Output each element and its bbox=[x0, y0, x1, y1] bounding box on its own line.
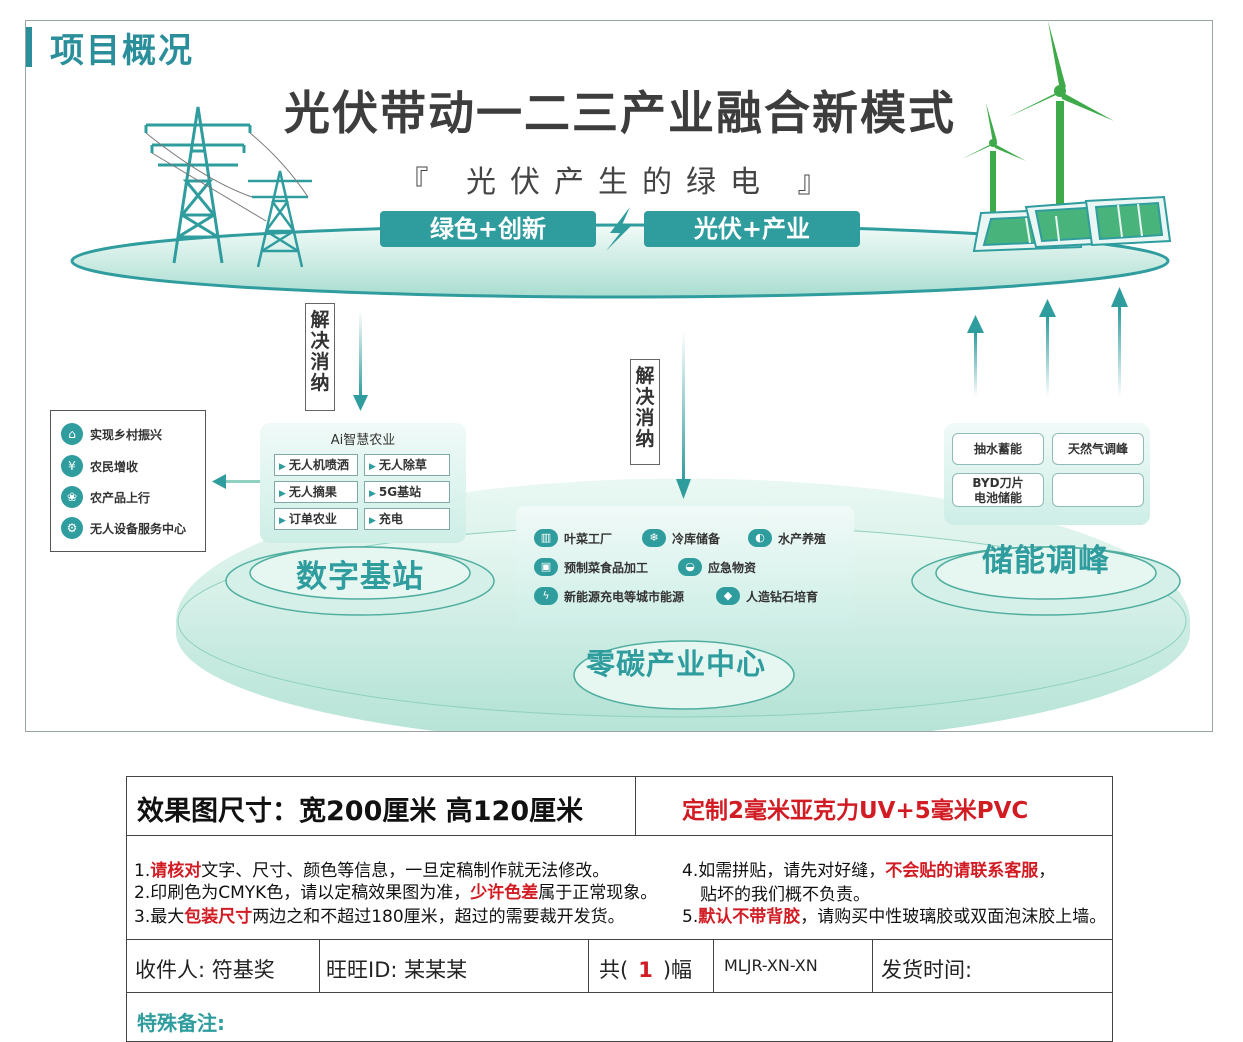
income-icon: ¥ bbox=[61, 455, 83, 477]
zero-carbon-label: 零碳产业中心 bbox=[586, 647, 767, 681]
bolt-icon: ϟ bbox=[534, 587, 558, 605]
robot-icon: ⚙ bbox=[61, 517, 83, 539]
storage-label: 储能调峰 bbox=[982, 543, 1110, 579]
benefit-item: ⚙ 无人设备服务中心 bbox=[61, 515, 186, 541]
benefit-item: ¥ 农民增收 bbox=[61, 453, 138, 479]
resolve-label-left: 解决消纳 bbox=[305, 303, 335, 411]
box-icon: ▣ bbox=[534, 558, 558, 576]
arrow-left bbox=[212, 474, 260, 489]
pv-industry-pill: 光伏+产业 bbox=[644, 211, 860, 247]
wangwang-value: 某某某 bbox=[404, 958, 468, 982]
ai-item: ▶订单农业 bbox=[274, 508, 358, 530]
factory-icon: ▥ bbox=[534, 529, 558, 547]
material-cell: 定制2毫米亚克力UV+5毫米PVC bbox=[635, 776, 1113, 836]
benefit-item: ❀ 农产品上行 bbox=[61, 484, 150, 510]
count-value: 1 bbox=[638, 958, 653, 982]
storage-item-empty bbox=[1052, 473, 1144, 507]
zero-carbon-item: ◒应急物资 bbox=[678, 556, 756, 578]
note-4: 4.如需拼贴，请先对好缝，不会贴的请联系客服， bbox=[682, 861, 1056, 881]
storage-item-byd: BYD刀片电池储能 bbox=[952, 473, 1044, 507]
recipient-cell: 收件人: 符基奖 bbox=[126, 939, 320, 993]
fish-icon: ◐ bbox=[748, 529, 772, 547]
digital-station-rings bbox=[225, 546, 495, 616]
power-lines bbox=[145, 132, 309, 222]
main-title: 光伏带动一二三产业融合新模式 bbox=[284, 86, 956, 140]
wind-turbine-large-icon bbox=[1008, 21, 1114, 231]
note-5: 5.默认不带背胶，请购买中性玻璃胶或双面泡沫胶上墙。 bbox=[682, 907, 1107, 927]
cloche-icon: ◒ bbox=[678, 558, 702, 576]
size-cell: 效果图尺寸：宽200厘米 高120厘米 bbox=[126, 776, 636, 836]
benefit-item: ⌂ 实现乡村振兴 bbox=[61, 421, 162, 447]
pylon-small-icon bbox=[248, 170, 312, 268]
product-code: MLJR-XN-XN bbox=[724, 956, 818, 975]
recipient-label: 收件人: bbox=[135, 958, 206, 982]
resolve-label-center: 解决消纳 bbox=[630, 359, 660, 465]
zero-carbon-item: ❄冷库储备 bbox=[642, 527, 720, 549]
benefits-box: ⌂ 实现乡村振兴 ¥ 农民增收 ❀ 农产品上行 ⚙ 无人设备服务中心 bbox=[50, 410, 206, 552]
note-1: 1.请核对文字、尺寸、颜色等信息，一旦定稿制作就无法修改。 bbox=[134, 861, 610, 881]
ai-item: ▶充电 bbox=[364, 508, 450, 530]
code-cell: MLJR-XN-XN bbox=[713, 939, 873, 993]
zero-carbon-item: ▥叶菜工厂 bbox=[534, 527, 612, 549]
green-innovation-pill: 绿色+创新 bbox=[380, 211, 596, 247]
arrow-down-left bbox=[353, 311, 368, 411]
storage-item: 抽水蓄能 bbox=[952, 433, 1044, 465]
zero-carbon-item: ◆人造钻石培育 bbox=[716, 585, 818, 607]
remark-cell: 特殊备注: bbox=[126, 992, 1113, 1042]
section-accent-bar bbox=[26, 27, 32, 67]
snowflake-icon: ❄ bbox=[642, 529, 666, 547]
ai-item: ▶无人除草 bbox=[364, 454, 450, 476]
note-3: 3.最大包装尺寸两边之和不超过180厘米，超过的需要裁开发货。 bbox=[134, 907, 625, 927]
solar-panel-icon bbox=[972, 195, 1172, 253]
wind-turbine-small-icon bbox=[962, 103, 1026, 229]
subtitle: 『 光伏产生的绿电 』 bbox=[398, 165, 842, 200]
material-text: 定制2毫米亚克力UV+5毫米PVC bbox=[682, 798, 1029, 824]
storage-rings bbox=[911, 546, 1181, 616]
ai-item: ▶无人摘果 bbox=[274, 481, 358, 503]
recipient-value: 符基奖 bbox=[211, 958, 275, 982]
ship-cell: 发货时间: bbox=[872, 939, 1113, 993]
notes-cell bbox=[126, 835, 1113, 940]
zero-carbon-rings bbox=[573, 640, 795, 710]
section-title: 项目概况 bbox=[50, 31, 194, 71]
zero-carbon-item: ◐水产养殖 bbox=[748, 527, 826, 549]
digital-station-label: 数字基站 bbox=[296, 559, 424, 595]
arrows-up bbox=[967, 287, 1128, 397]
remark-label: 特殊备注: bbox=[137, 1011, 225, 1035]
diamond-icon: ◆ bbox=[716, 587, 740, 605]
wangwang-cell: 旺旺ID: 某某某 bbox=[319, 939, 589, 993]
wangwang-label: 旺旺ID: bbox=[326, 958, 398, 982]
illustration-panel: 项目概况 bbox=[25, 20, 1213, 732]
zero-carbon-item: ▣预制菜食品加工 bbox=[534, 556, 648, 578]
count-cell: 共(1)幅 bbox=[588, 939, 714, 993]
note-2: 2.印刷色为CMYK色，请以定稿效果图为准，少许色差属于正常现象。 bbox=[134, 883, 658, 903]
size-text: 效果图尺寸：宽200厘米 高120厘米 bbox=[137, 796, 584, 827]
ai-agriculture-title: Ai智慧农业 bbox=[330, 433, 396, 448]
ai-item: ▶无人机喷洒 bbox=[274, 454, 358, 476]
arrow-down-center bbox=[676, 331, 691, 499]
produce-icon: ❀ bbox=[61, 486, 83, 508]
storage-item: 天然气调峰 bbox=[1052, 433, 1144, 465]
ship-label: 发货时间: bbox=[881, 958, 973, 982]
lightning-icon bbox=[606, 207, 632, 251]
village-icon: ⌂ bbox=[61, 423, 83, 445]
ai-item: ▶5G基站 bbox=[364, 481, 450, 503]
note-4-cont: 贴坏的我们概不负责。 bbox=[700, 885, 870, 905]
